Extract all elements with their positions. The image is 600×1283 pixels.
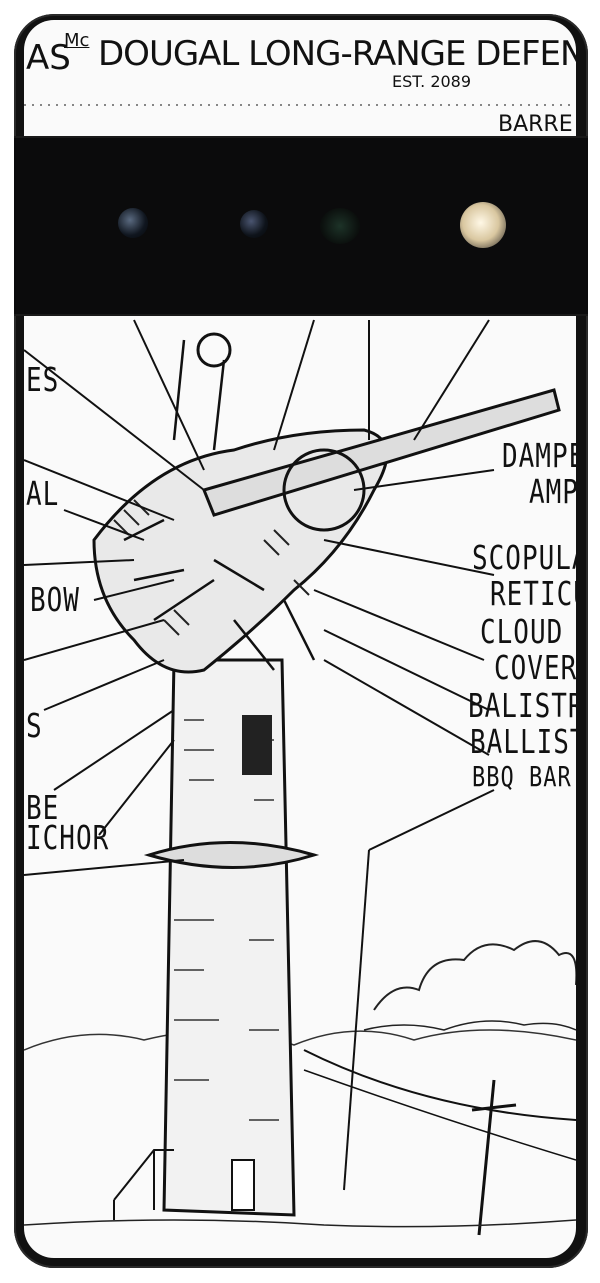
label-cloud: CLOUD <box>480 614 564 652</box>
sensor-icon <box>320 208 360 244</box>
label-cover: COVER <box>494 650 576 688</box>
hills-outline <box>24 1029 576 1051</box>
tower-sketch-illustration <box>24 104 576 1236</box>
stairs <box>113 1149 174 1220</box>
label-left-al: AL <box>26 476 60 514</box>
cluster-detail <box>123 339 316 671</box>
camera-bar <box>14 136 588 316</box>
label-left-es: ES <box>26 362 60 400</box>
power-line <box>303 1049 576 1121</box>
header-title: DOUGAL LONG-RANGE DEFENSIVE AGITA <box>98 34 576 74</box>
header-right-fragment: BARRE <box>498 112 573 137</box>
label-reticule: RETICUL <box>490 576 576 614</box>
label-amp: AMP <box>529 474 576 512</box>
flash-icon <box>460 202 506 248</box>
utility-pole-arm <box>471 1103 517 1112</box>
turret-drum <box>282 448 366 532</box>
label-bbq-barrel: BBQ BAR <box>472 762 572 794</box>
label-left-be: BE <box>26 790 60 828</box>
tower-column <box>162 658 296 1217</box>
power-line-2 <box>303 1069 576 1161</box>
cloud-outline-2 <box>363 1020 576 1031</box>
label-balistra: BALISTRA <box>468 688 576 726</box>
label-dampener: DAMPE <box>502 438 576 476</box>
header-fragment: AS <box>26 38 71 78</box>
leader-lines <box>24 319 495 1191</box>
label-left-s: S <box>26 708 43 746</box>
cloud-outline <box>373 940 576 1011</box>
ground-line <box>24 1219 576 1228</box>
label-scopula: SCOPULA <box>472 540 576 578</box>
header-superscript: Mc <box>64 30 90 51</box>
cannon-barrel <box>201 388 561 517</box>
label-ballista: BALLISTA <box>470 724 576 762</box>
camera-lens-icon <box>118 208 148 238</box>
tower-window <box>242 715 272 775</box>
camera-lens-icon <box>240 210 268 238</box>
label-left-bow: BOW <box>30 582 80 620</box>
header-est: EST. 2089 <box>392 72 472 91</box>
utility-pole <box>477 1079 496 1236</box>
tower-ring <box>143 841 320 869</box>
tower-door <box>231 1159 255 1211</box>
tower-hatching <box>174 719 279 1121</box>
label-left-ichor: ICHOR <box>26 820 110 858</box>
satellite-dish <box>196 332 232 368</box>
